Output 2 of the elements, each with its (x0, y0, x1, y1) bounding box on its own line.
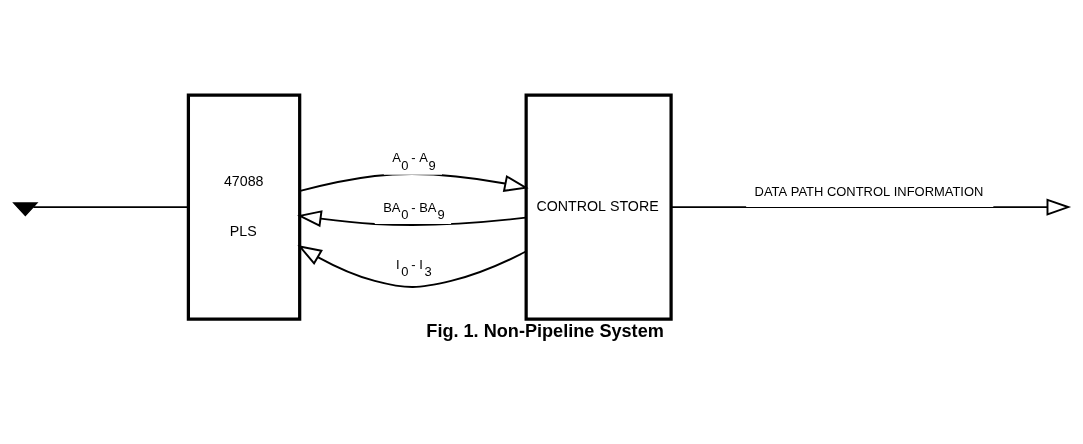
caption: Fig. 1. Non-Pipeline System (426, 321, 664, 342)
edge-label: DATA PATH CONTROL INFORMATION (754, 184, 984, 200)
